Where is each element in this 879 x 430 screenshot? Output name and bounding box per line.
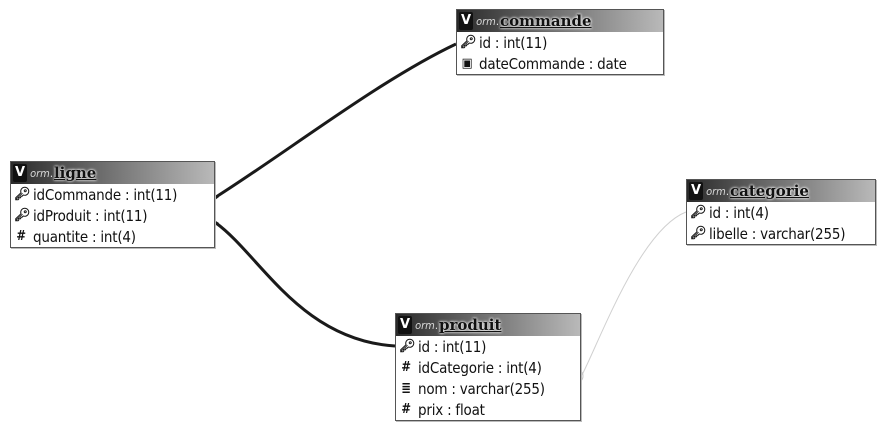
column-name: id: [709, 203, 721, 222]
column-separator: :: [95, 206, 100, 225]
table-header-ligne[interactable]: V orm . ligne: [11, 162, 214, 184]
database-name: orm: [476, 14, 496, 28]
table-categorie[interactable]: V orm . categorie 🔑︎ id : int(4) 🔑︎ libe…: [686, 179, 876, 245]
column-separator: :: [91, 227, 97, 246]
number-icon: #: [401, 360, 411, 375]
column-type: int(11): [133, 185, 178, 204]
database-name: orm: [30, 166, 50, 180]
database-name: orm: [706, 184, 726, 198]
table-icon: V: [459, 12, 474, 30]
database-name: orm: [415, 318, 435, 332]
column-name: libelle: [709, 224, 748, 243]
column-separator: :: [451, 379, 456, 398]
table-ligne[interactable]: V orm . ligne 🔑︎ idCommande : int(11) 🔑︎…: [10, 161, 215, 248]
column-prix[interactable]: # prix : float: [396, 399, 580, 420]
column-type: int(4): [733, 203, 769, 222]
table-icon: V: [398, 316, 413, 334]
table-produit[interactable]: V orm . produit 🔑︎ id : int(11) # idCate…: [395, 313, 581, 421]
key-icon: 🔑︎: [14, 208, 31, 223]
column-type: int(4): [506, 358, 542, 377]
table-name: commande: [499, 12, 592, 30]
name-separator: .: [725, 184, 729, 198]
column-id[interactable]: 🔑︎ id : int(11): [396, 336, 580, 357]
table-icon: V: [689, 182, 704, 200]
column-separator: :: [447, 400, 452, 419]
column-name: quantite: [33, 227, 88, 246]
column-separator: :: [724, 203, 730, 222]
column-name: idProduit: [33, 206, 92, 225]
key-icon: 🔑︎: [460, 35, 477, 50]
column-type: int(11): [103, 206, 148, 225]
column-type: int(4): [100, 227, 136, 246]
column-separator: :: [125, 185, 130, 204]
table-name: ligne: [53, 164, 97, 182]
date-icon: ▣: [461, 56, 473, 71]
column-name: prix: [418, 400, 444, 419]
column-separator: :: [751, 224, 757, 243]
column-type: int(11): [503, 33, 548, 52]
table-name: produit: [438, 316, 502, 334]
number-icon: #: [401, 402, 411, 417]
table-name: categorie: [729, 182, 809, 200]
column-separator: :: [588, 54, 594, 73]
column-id[interactable]: 🔑︎ id : int(11): [457, 32, 663, 53]
column-nom[interactable]: ≣ nom : varchar(255): [396, 378, 580, 399]
table-icon: V: [13, 164, 28, 182]
column-separator: :: [433, 337, 439, 356]
column-name: id: [479, 33, 491, 52]
table-header-produit[interactable]: V orm . produit: [396, 314, 580, 336]
column-idproduit[interactable]: 🔑︎ idProduit : int(11): [11, 205, 214, 226]
table-commande[interactable]: V orm . commande 🔑︎ id : int(11) ▣ dateC…: [456, 9, 664, 75]
column-name: nom: [418, 379, 448, 398]
key-icon: 🔑︎: [14, 187, 31, 202]
column-id[interactable]: 🔑︎ id : int(4): [687, 202, 875, 223]
column-idcommande[interactable]: 🔑︎ idCommande : int(11): [11, 184, 214, 205]
column-type: varchar(255): [459, 379, 545, 398]
column-separator: :: [497, 358, 503, 377]
relation-produit-categorie: [581, 211, 687, 376]
name-separator: .: [49, 166, 53, 180]
column-type: date: [597, 54, 627, 73]
column-name: idCategorie: [418, 358, 494, 377]
key-icon: 🔑︎: [690, 226, 707, 241]
column-name: idCommande: [33, 185, 121, 204]
key-icon: 🔑︎: [399, 339, 416, 354]
column-separator: :: [494, 33, 500, 52]
name-separator: .: [434, 318, 438, 332]
column-name: id: [418, 337, 430, 356]
table-header-categorie[interactable]: V orm . categorie: [687, 180, 875, 202]
column-quantite[interactable]: # quantite : int(4): [11, 226, 214, 247]
column-type: float: [455, 400, 485, 419]
relation-ligne-commande: [215, 42, 457, 199]
table-header-commande[interactable]: V orm . commande: [457, 10, 663, 32]
name-separator: .: [495, 14, 499, 28]
column-libelle[interactable]: 🔑︎ libelle : varchar(255): [687, 223, 875, 244]
column-name: dateCommande: [479, 54, 585, 73]
column-datecommande[interactable]: ▣ dateCommande : date: [457, 53, 663, 74]
column-idcategorie[interactable]: # idCategorie : int(4): [396, 357, 580, 378]
relation-ligne-produit: [215, 221, 396, 348]
number-icon: #: [16, 229, 26, 244]
column-type: varchar(255): [760, 224, 846, 243]
column-type: int(11): [442, 337, 487, 356]
key-icon: 🔑︎: [690, 205, 707, 220]
text-icon: ≣: [401, 381, 411, 396]
